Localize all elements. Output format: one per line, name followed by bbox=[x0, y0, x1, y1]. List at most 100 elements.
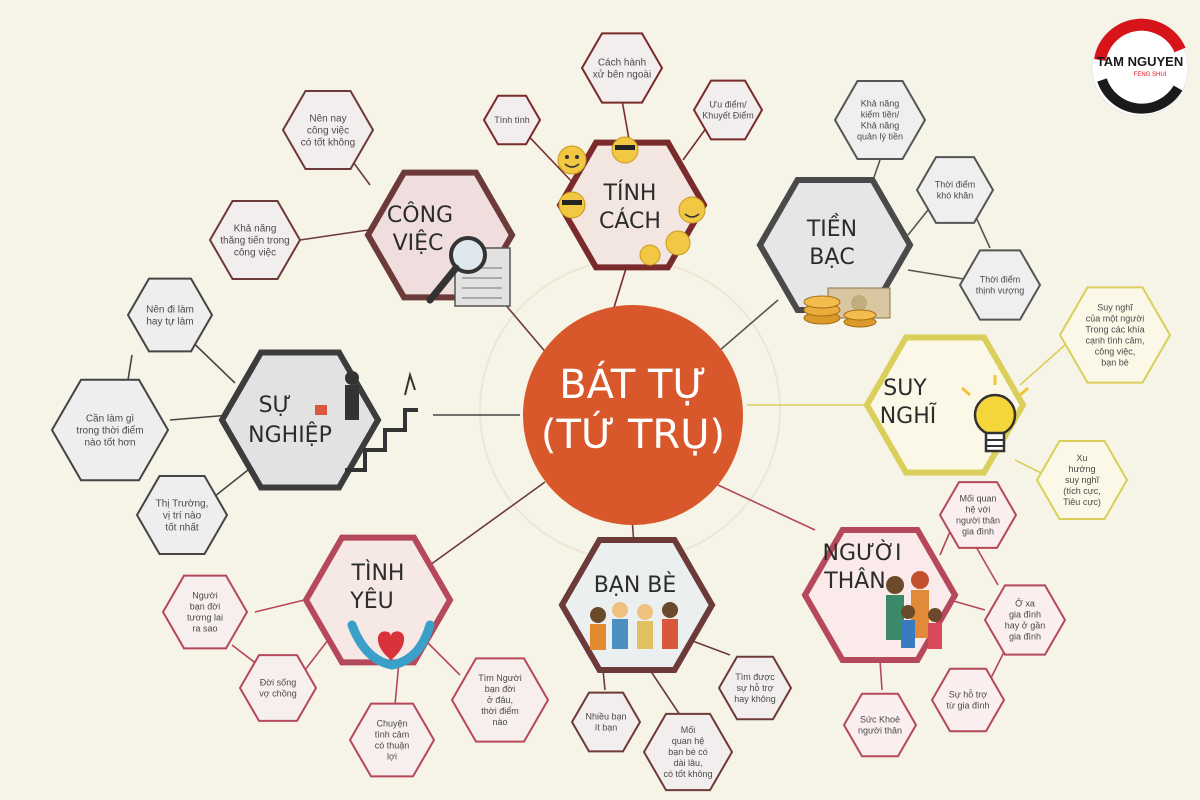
spoke-tinh-cach bbox=[611, 261, 629, 315]
subtopic-text-line: Sức Khoẻ bbox=[860, 715, 900, 725]
subtopic-text-line: công việc bbox=[307, 126, 349, 137]
subtopic-text-line: Đời sống bbox=[260, 678, 296, 688]
subtopic-text-line: bạn bè bbox=[1101, 358, 1129, 368]
subtopic-text-line: hướng bbox=[1069, 464, 1096, 474]
brand-sub: FENG SHUI bbox=[1134, 72, 1167, 78]
subtopic-text-line: Mối bbox=[681, 725, 696, 735]
hexagon-shape bbox=[450, 657, 550, 743]
subtopic-text-line: ra sao bbox=[192, 624, 217, 634]
subtopic-text-line: tốt nhất bbox=[165, 522, 199, 534]
hexagon-shape bbox=[580, 32, 664, 104]
suy-nghi-line1: SUY bbox=[883, 376, 927, 401]
subtopic-text-line: (tích cực, bbox=[1063, 486, 1101, 496]
nguoi-than-line2: THÂN bbox=[823, 568, 886, 594]
subtopic-text-line: ít bạn bbox=[595, 723, 618, 733]
subtopic-text-line: Nên đi làm bbox=[146, 305, 194, 316]
subtopic-text-line: Khả năng bbox=[234, 224, 277, 235]
hexagon-shape bbox=[863, 334, 1027, 476]
hexagon-shape bbox=[1058, 286, 1172, 384]
hexagon-shape bbox=[218, 349, 382, 491]
subtopic-text-line: Khả năng bbox=[861, 121, 900, 131]
hexagon-shape bbox=[1035, 440, 1129, 520]
subtopic-text-line: Tiêu cực) bbox=[1063, 497, 1101, 507]
topic-ban-be: BẠN BÈ bbox=[558, 537, 716, 673]
subtopic-text-line: vị trí nào bbox=[163, 511, 202, 522]
family-icon bbox=[886, 571, 942, 649]
ban-be-line1: BẠN BÈ bbox=[594, 572, 677, 598]
subtopic-text-line: lợi bbox=[387, 752, 397, 762]
spoke-tinh-yeu bbox=[429, 481, 546, 566]
hexagon-shape bbox=[915, 156, 995, 224]
topic-nguoi-than: NGƯỜI THÂN bbox=[801, 527, 959, 663]
topic-su-nghiep: SỰ NGHIỆP bbox=[218, 349, 418, 491]
subtopic-text-line: người thân bbox=[858, 726, 902, 736]
spoke-nguoi-than bbox=[717, 484, 816, 531]
subtopic-text-line: Tìm được bbox=[735, 672, 775, 682]
coins-banknote-icon bbox=[803, 287, 891, 328]
subtopic-text-line: Cách hành bbox=[598, 58, 646, 69]
lightbulb-icon bbox=[961, 375, 1029, 453]
center-line2: (TỨ TRỤ) bbox=[541, 409, 725, 458]
nguoi-than-line1: NGƯỜI bbox=[823, 540, 902, 566]
topic-tinh-cach: TÍNH CÁCH bbox=[556, 136, 708, 271]
subtopic-text-line: hay không bbox=[734, 694, 776, 704]
subtopic-text-line: Trong các khía bbox=[1085, 325, 1144, 335]
subtopic-text-line: hệ với bbox=[966, 505, 991, 515]
friends-group-icon bbox=[590, 602, 678, 650]
hexagon-shape bbox=[717, 655, 793, 721]
tinh-cach-line1: TÍNH bbox=[603, 180, 657, 206]
subtopic-text-line: Tìm Người bbox=[478, 673, 521, 683]
subtopic-text-line: trong thời điểm bbox=[76, 425, 143, 437]
emoji-faces-icon bbox=[557, 136, 706, 266]
topic-tien-bac: TIỀN BẠC bbox=[756, 177, 914, 328]
hexagon-shape bbox=[938, 481, 1018, 549]
hexagon-shape bbox=[930, 667, 1006, 733]
subtopic-text-line: bạn đời bbox=[485, 684, 515, 694]
su-nghiep-line1: SỰ bbox=[259, 393, 292, 418]
subtopic-text-line: Suy nghĩ bbox=[1097, 303, 1133, 313]
tinh-yeu-line1: TÌNH bbox=[351, 560, 405, 586]
hexagon-shape bbox=[208, 200, 302, 280]
subtopic-text-line: của một người bbox=[1086, 314, 1144, 324]
hexagon-shape bbox=[50, 378, 170, 482]
topic-cong-viec: CÔNG VIỆC bbox=[364, 169, 516, 307]
hexagon-shape bbox=[302, 534, 454, 666]
subtopic-text-line: nào tốt hơn bbox=[84, 437, 135, 449]
subtopic-text-line: Ưu điểm/ bbox=[709, 100, 747, 110]
cong-viec-line1: CÔNG bbox=[387, 202, 453, 228]
subtopic-text-line: Tính tình bbox=[494, 115, 530, 125]
spoke-tien-bac bbox=[711, 299, 779, 358]
subtopic-text-line: sự hỗ trợ bbox=[737, 683, 774, 693]
subtopic-text-line: gia đình bbox=[1009, 632, 1041, 642]
subtopic-text-line: Khả năng bbox=[861, 99, 900, 109]
su-nghiep-line2: NGHIỆP bbox=[248, 422, 332, 448]
subtopic-text-line: suy nghĩ bbox=[1065, 475, 1100, 485]
subtopic-text-line: Nên nay bbox=[309, 114, 346, 125]
subtopic-text-line: Người bbox=[192, 591, 217, 601]
hexagon-shape bbox=[833, 80, 927, 160]
stairs-businessman-icon bbox=[315, 371, 418, 472]
tinh-yeu-line2: YÊU bbox=[349, 588, 393, 614]
subtopic-text-line: tình cảm bbox=[375, 730, 410, 740]
subtopic-text-line: quan hệ bbox=[672, 736, 705, 746]
subtopic-text-line: vợ chồng bbox=[259, 689, 296, 699]
subtopic-text-line: có tốt không bbox=[663, 769, 712, 779]
hexagon-shape bbox=[126, 277, 214, 353]
subtopic-text-line: ở đâu, bbox=[487, 695, 513, 705]
